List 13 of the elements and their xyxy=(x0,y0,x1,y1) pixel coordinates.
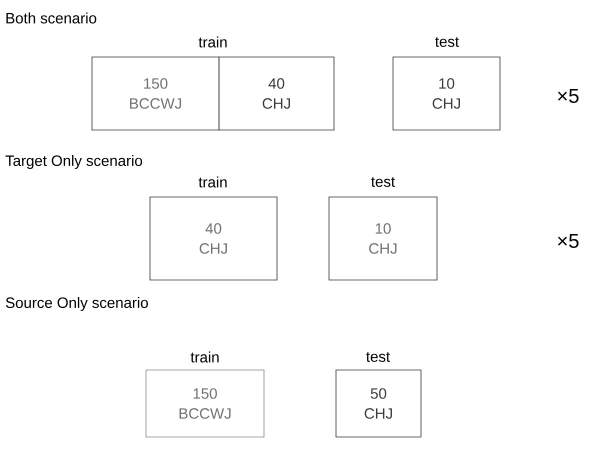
data-box: 10 CHJ xyxy=(392,56,500,130)
data-box: 150 BCCWJ xyxy=(146,370,264,438)
data-box: 10 CHJ xyxy=(328,196,438,280)
scenario-title: Target Only scenario xyxy=(6,155,142,169)
data-box: 150 BCCWJ xyxy=(92,56,220,130)
multiplier-label: ×5 xyxy=(558,234,579,248)
data-box: 40 CHJ xyxy=(218,56,334,130)
data-box: 40 CHJ xyxy=(150,196,278,280)
column-heading: train xyxy=(198,36,227,48)
scenario-title: Both scenario xyxy=(6,12,96,24)
multiplier-label: ×5 xyxy=(558,89,579,103)
scenario-title: Source Only scenario xyxy=(6,297,148,311)
data-box: 50 CHJ xyxy=(336,370,422,438)
